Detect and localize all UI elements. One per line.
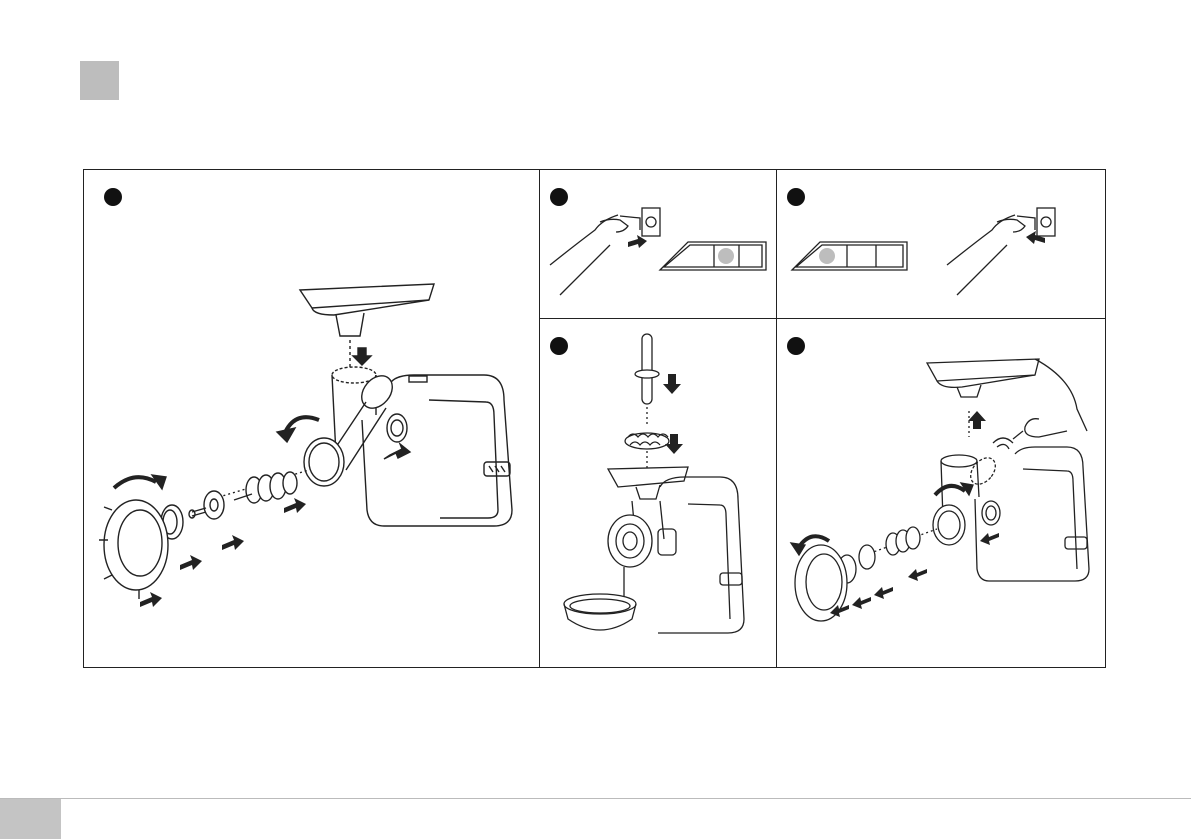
down-arrow-icon (353, 348, 371, 365)
outlet-ring-icon (304, 438, 344, 486)
bowl-icon (564, 594, 636, 630)
socket-icon (642, 208, 660, 236)
cutting-blade-icon (859, 545, 875, 569)
step-assemble-panel (84, 170, 539, 667)
auger-icon (886, 527, 920, 555)
assembly-illustration (84, 170, 539, 667)
page-number-tab (0, 799, 61, 839)
auger-icon (234, 472, 297, 503)
instruction-figure (83, 169, 1106, 668)
tray-icon (927, 359, 1039, 397)
feed-meat-illustration (540, 319, 776, 667)
up-arrow-icon (968, 411, 986, 429)
cutting-blade-icon (189, 491, 224, 519)
power-indicator-icon (819, 248, 835, 264)
control-panel-icon (792, 242, 907, 270)
unplug-illustration (777, 170, 1105, 318)
socket-icon (1037, 208, 1055, 236)
pusher-icon (635, 334, 659, 404)
meat-grinder-motor-icon (933, 447, 1089, 581)
down-arrow-icon (663, 374, 681, 394)
meat-icon (625, 433, 669, 449)
hand-plug-icon (550, 215, 640, 295)
hand-plug-icon (947, 215, 1035, 295)
footer-divider (0, 798, 1191, 799)
control-panel-icon (660, 242, 766, 270)
release-button-icon (993, 438, 1013, 449)
power-on-indicator-icon (718, 248, 734, 264)
plug-in-illustration (540, 170, 776, 318)
step-disassemble-panel (777, 319, 1105, 667)
step-feed-meat-panel (540, 319, 776, 667)
section-marker (80, 61, 119, 100)
step-plug-in-panel (540, 170, 776, 318)
rotate-arrow-icon (935, 486, 965, 495)
step-unplug-panel (777, 170, 1105, 318)
right-arrow-icon (628, 235, 647, 248)
ring-nut-icon (99, 500, 168, 599)
disassemble-illustration (777, 319, 1105, 667)
tray-icon (300, 284, 434, 336)
